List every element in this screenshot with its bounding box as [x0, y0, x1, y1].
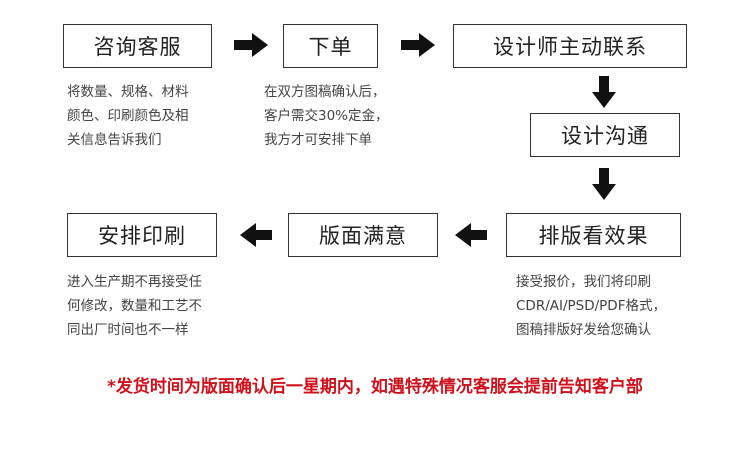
step-consult: 咨询客服	[63, 24, 212, 68]
arrow-left-icon	[240, 223, 272, 247]
step-designer-contact: 设计师主动联系	[453, 24, 687, 68]
desc-order: 在双方图稿确认后， 客户需交30%定金， 我方才可安排下单	[264, 84, 389, 148]
step-order: 下单	[283, 24, 378, 68]
step-design-communicate: 设计沟通	[530, 113, 680, 157]
step-layout-satisfied: 版面满意	[288, 213, 438, 257]
step-arrange-print: 安排印刷	[67, 213, 217, 257]
arrow-left-icon	[455, 223, 487, 247]
footnote: *发货时间为版面确认后一星期内，如遇特殊情况客服会提前告知客户部	[107, 377, 643, 397]
desc-consult: 将数量、规格、材料 颜色、印刷颜色及相 关信息告诉我们	[67, 84, 189, 148]
arrow-down-icon	[592, 168, 616, 200]
desc-arrange-print: 进入生产期不再接受任 何修改，数量和工艺不 同出厂时间也不一样	[67, 274, 202, 338]
arrow-right-icon	[401, 33, 435, 57]
arrow-right-icon	[234, 33, 268, 57]
arrow-down-icon	[592, 76, 616, 108]
desc-layout-effect: 接受报价，我们将印刷 CDR/AI/PSD/PDF格式， 图稿排版好发给您确认	[516, 274, 666, 338]
step-layout-effect: 排版看效果	[506, 213, 681, 257]
